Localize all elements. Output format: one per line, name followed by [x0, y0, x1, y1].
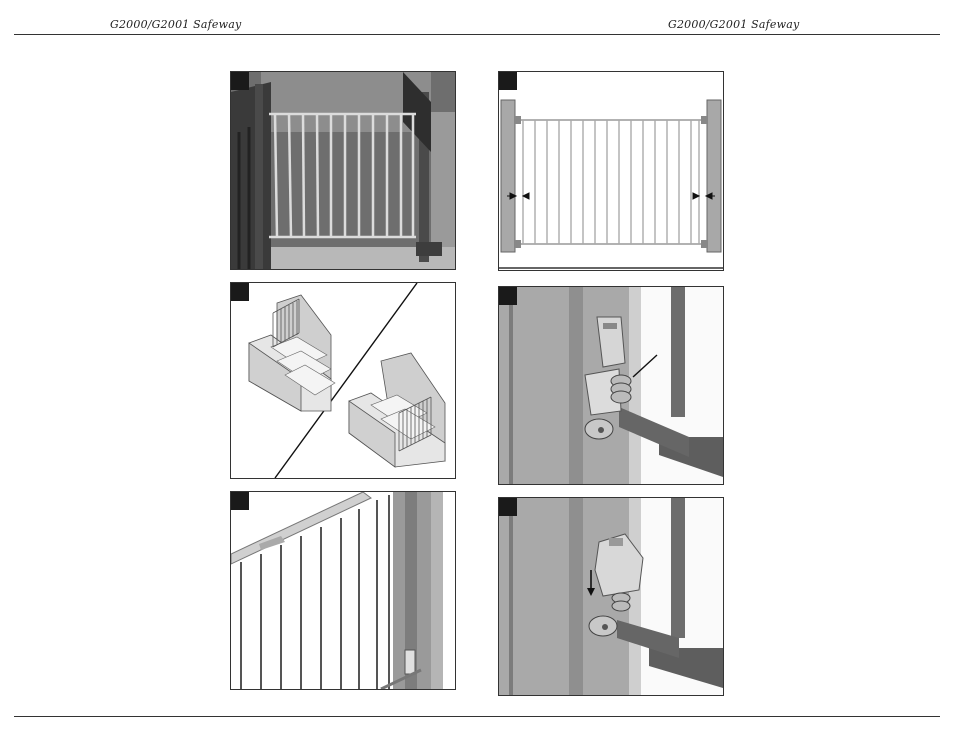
stair-photo-image	[231, 72, 455, 269]
bracket-spring-diagram	[499, 287, 723, 484]
bracket-spring-panel	[498, 286, 724, 485]
gate-front-view-panel	[498, 71, 724, 271]
footer-rule	[14, 716, 940, 717]
bracket-latch-down-diagram	[499, 498, 723, 695]
gate-angle-mount-diagram	[231, 492, 455, 689]
gate-front-view-diagram	[499, 72, 723, 270]
gate-angle-mount-panel	[230, 491, 456, 690]
header-title-left: G2000/G2001 Safeway	[110, 18, 241, 31]
stair-placement-panel	[230, 282, 456, 479]
step-number-badge	[499, 287, 517, 305]
stair-placement-diagram	[231, 283, 455, 478]
step-number-badge	[231, 283, 249, 301]
header-rule	[14, 34, 940, 35]
header-title-right: G2000/G2001 Safeway	[668, 18, 799, 31]
step-number-badge	[231, 492, 249, 510]
bracket-latch-down-panel	[498, 497, 724, 696]
step-number-badge	[499, 72, 517, 90]
step-number-badge	[499, 498, 517, 516]
stair-photo-panel	[230, 71, 456, 270]
step-number-badge	[231, 72, 249, 90]
